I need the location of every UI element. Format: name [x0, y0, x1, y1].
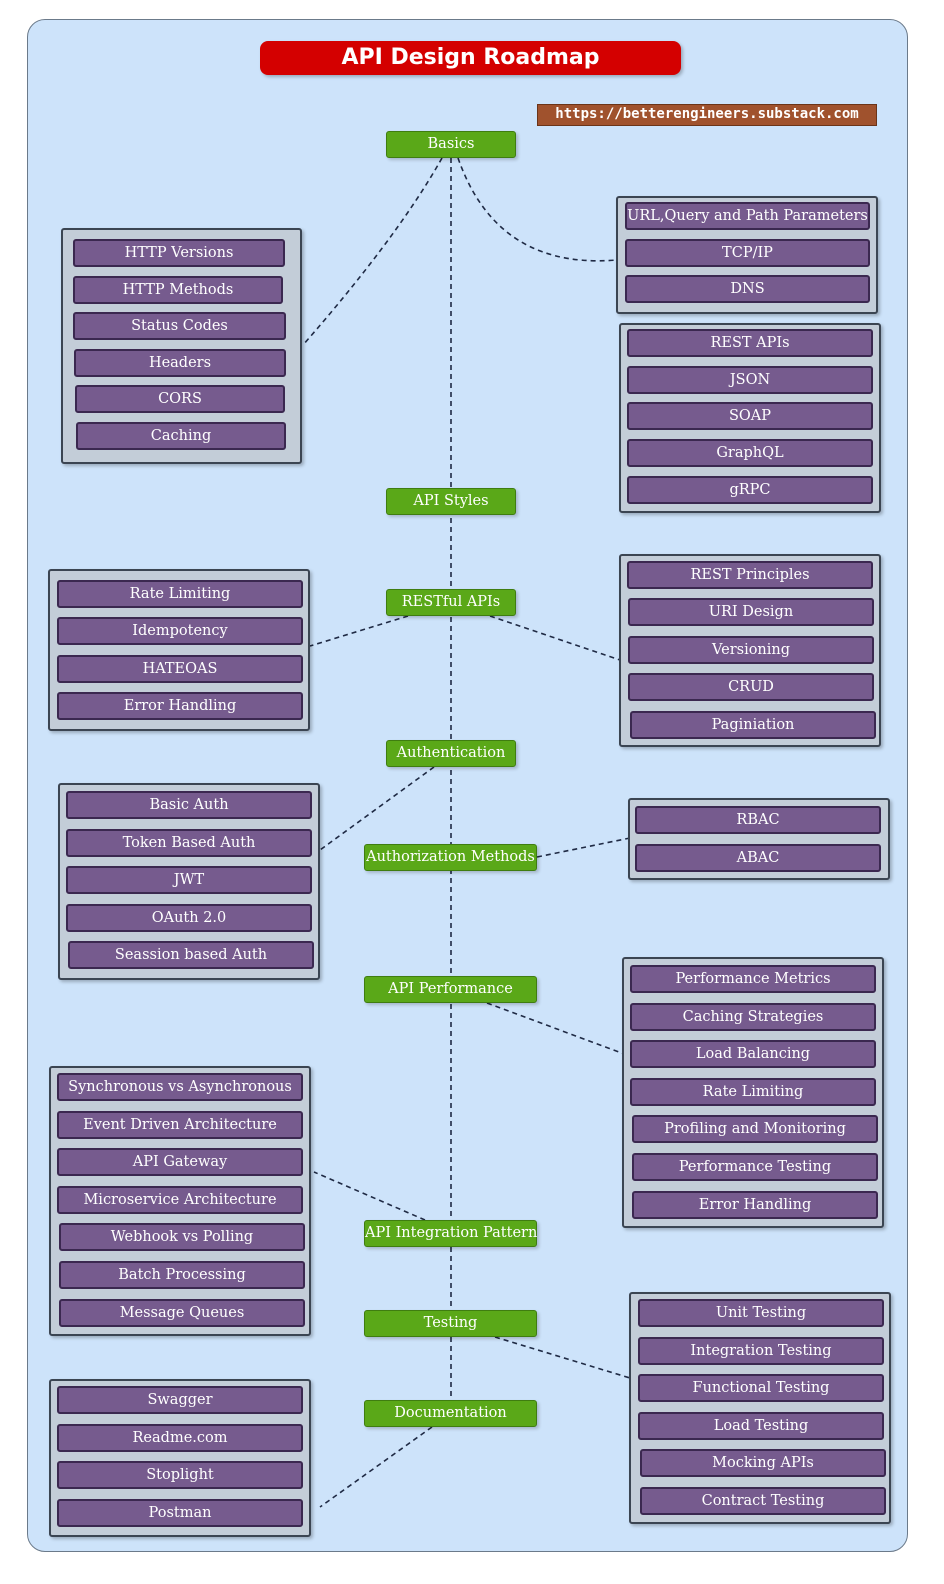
item-error-handling: Error Handling [57, 692, 303, 720]
item-functional-testing: Functional Testing [638, 1374, 884, 1402]
item-stoplight: Stoplight [57, 1461, 303, 1489]
item-swagger: Swagger [57, 1386, 303, 1414]
item-basic-auth: Basic Auth [66, 791, 312, 819]
item-pagination: Paginiation [630, 711, 876, 739]
node-authorization-methods: Authorization Methods [364, 844, 537, 871]
item-message-queues: Message Queues [59, 1299, 305, 1327]
item-versioning: Versioning [628, 636, 874, 664]
item-performance-metrics: Performance Metrics [630, 965, 876, 993]
item-tcp-ip: TCP/IP [625, 239, 870, 267]
item-uri-design: URI Design [628, 598, 874, 626]
item-batch-processing: Batch Processing [59, 1261, 305, 1289]
item-rbac: RBAC [635, 806, 881, 834]
item-status-codes: Status Codes [73, 312, 286, 340]
item-integration-testing: Integration Testing [638, 1337, 884, 1365]
node-api-performance: API Performance [364, 976, 537, 1003]
item-unit-testing: Unit Testing [638, 1299, 884, 1327]
item-token-auth: Token Based Auth [66, 829, 312, 857]
item-idempotency: Idempotency [57, 617, 303, 645]
item-dns: DNS [625, 275, 870, 303]
item-session-auth: Seassion based Auth [68, 941, 314, 969]
item-rate-limiting: Rate Limiting [57, 580, 303, 608]
node-api-integration-pattern: API Integration Pattern [364, 1220, 537, 1247]
item-headers: Headers [74, 349, 286, 377]
item-sync-async: Synchronous vs Asynchronous [57, 1073, 303, 1101]
item-grpc: gRPC [627, 476, 873, 504]
item-json: JSON [627, 366, 873, 394]
item-mocking-apis: Mocking APIs [640, 1449, 886, 1477]
source-url[interactable]: https://betterengineers.substack.com [537, 104, 877, 126]
item-graphql: GraphQL [627, 439, 873, 467]
node-authentication: Authentication [386, 740, 516, 767]
item-rate-limiting-perf: Rate Limiting [630, 1078, 876, 1106]
node-api-styles: API Styles [386, 488, 516, 515]
item-abac: ABAC [635, 844, 881, 872]
diagram-title: API Design Roadmap [260, 41, 681, 75]
item-cors: CORS [75, 385, 285, 413]
item-http-versions: HTTP Versions [73, 239, 285, 267]
item-event-driven: Event Driven Architecture [57, 1111, 303, 1139]
item-rest-apis: REST APIs [627, 329, 873, 357]
item-caching-strategies: Caching Strategies [630, 1003, 876, 1031]
item-readme: Readme.com [57, 1424, 303, 1452]
item-error-handling-perf: Error Handling [632, 1191, 878, 1219]
item-crud: CRUD [628, 673, 874, 701]
item-hateoas: HATEOAS [57, 655, 303, 683]
node-testing: Testing [364, 1310, 537, 1337]
item-performance-testing: Performance Testing [632, 1153, 878, 1181]
item-load-balancing: Load Balancing [630, 1040, 876, 1068]
item-webhook-polling: Webhook vs Polling [59, 1223, 305, 1251]
item-jwt: JWT [66, 866, 312, 894]
item-url-params: URL,Query and Path Parameters [625, 202, 870, 230]
item-profiling-monitoring: Profiling and Monitoring [632, 1115, 878, 1143]
item-soap: SOAP [627, 402, 873, 430]
item-rest-principles: REST Principles [627, 561, 873, 589]
item-contract-testing: Contract Testing [640, 1487, 886, 1515]
node-documentation: Documentation [364, 1400, 537, 1427]
item-http-methods: HTTP Methods [73, 276, 283, 304]
item-microservice: Microservice Architecture [57, 1186, 303, 1214]
item-load-testing: Load Testing [638, 1412, 884, 1440]
item-oauth: OAuth 2.0 [66, 904, 312, 932]
item-caching: Caching [76, 422, 286, 450]
item-postman: Postman [57, 1499, 303, 1527]
group-testing [629, 1292, 891, 1524]
item-api-gateway: API Gateway [57, 1148, 303, 1176]
node-basics: Basics [386, 131, 516, 158]
node-restful-apis: RESTful APIs [386, 589, 516, 616]
